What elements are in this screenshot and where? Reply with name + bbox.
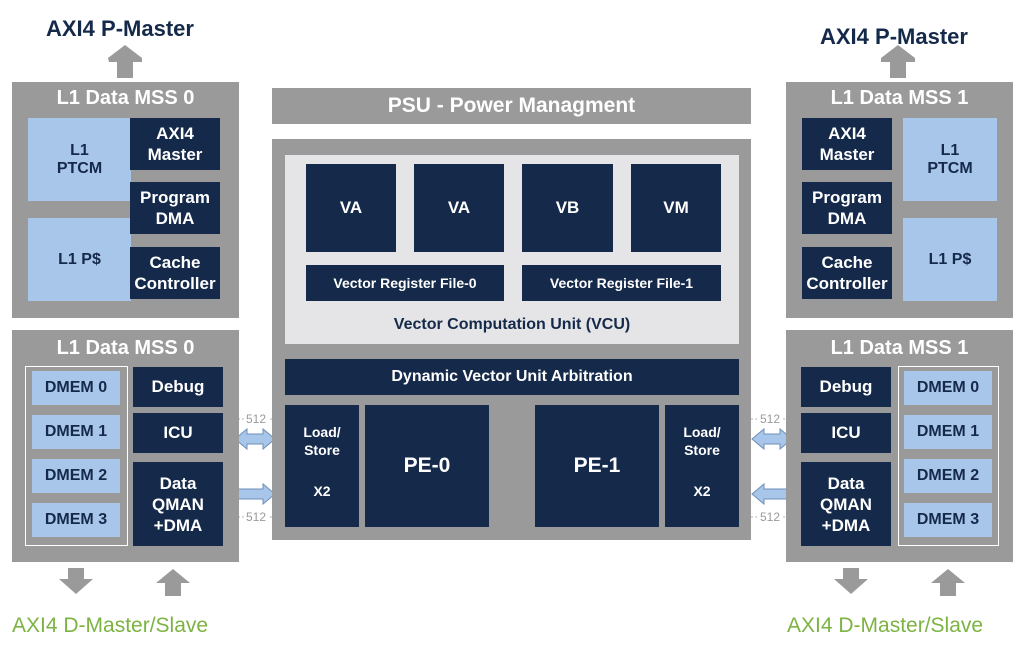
panel-header: L1 Data MSS 1 (830, 86, 969, 109)
dmem-2-block: DMEM 2 (904, 459, 992, 493)
pe-0-block: PE-0 (365, 405, 489, 527)
program-dma-block: Program DMA (130, 182, 220, 234)
va-unit-block: VA (306, 164, 396, 252)
pe-1-block: PE-1 (535, 405, 659, 527)
dmem-3-block: DMEM 3 (904, 503, 992, 537)
cache-controller-block: Cache Controller (130, 247, 220, 299)
dmem-2-block: DMEM 2 (32, 459, 120, 493)
dmem-3-block: DMEM 3 (32, 503, 120, 537)
vm-unit-block: VM (631, 164, 721, 252)
up-arrow-shaft (890, 60, 906, 78)
dmem-group: DMEM 0 DMEM 1 DMEM 2 DMEM 3 (898, 366, 999, 546)
up-arrow-icon (108, 45, 142, 62)
axi4-p-master-right-title: AXI4 P-Master (820, 24, 968, 49)
dynamic-vector-unit-arbitration-block: Dynamic Vector Unit Arbitration (285, 359, 739, 395)
load-store-count: X2 (313, 483, 331, 499)
axi4-master-block: AXI4 Master (802, 118, 892, 170)
dmem-1-block: DMEM 1 (32, 415, 120, 449)
panel-header: L1 Data MSS 0 (56, 86, 195, 109)
down-arrow-icon (834, 579, 868, 594)
down-arrow-icon (59, 579, 93, 594)
cache-controller-block: Cache Controller (802, 247, 892, 299)
icu-block: ICU (133, 413, 223, 453)
up-arrow-shaft (117, 60, 133, 78)
bus-width-label: 512 (758, 510, 783, 524)
up-arrow-icon (931, 569, 965, 583)
dmem-0-block: DMEM 0 (32, 371, 120, 405)
dmem-1-block: DMEM 1 (904, 415, 992, 449)
load-store-count: X2 (693, 483, 711, 499)
l1-data-mss-1-top-panel: L1 Data MSS 1 AXI4 Master Program DMA Ca… (786, 82, 1013, 318)
load-store-label: Load/ Store (303, 424, 341, 458)
core-panel: VA VA VB VM Vector Register File-0 Vecto… (272, 139, 751, 540)
dmem-0-block: DMEM 0 (904, 371, 992, 405)
load-store-label: Load/ Store (683, 424, 721, 458)
axi4-d-master-right-title: AXI4 D-Master/Slave (787, 614, 984, 637)
l1-data-mss-1-bottom-panel: L1 Data MSS 1 Debug ICU Data QMAN +DMA D… (786, 330, 1013, 562)
l1-ptcm-block: L1 PTCM (28, 118, 131, 201)
vector-register-file-1-block: Vector Register File-1 (522, 265, 721, 301)
bus-width-label: 512 (244, 412, 269, 426)
vector-register-file-0-block: Vector Register File-0 (306, 265, 504, 301)
vb-unit-block: VB (522, 164, 613, 252)
l1-pcache-block: L1 P$ (28, 218, 131, 301)
data-qman-dma-block: Data QMAN +DMA (133, 462, 223, 546)
vcu-panel: VA VA VB VM Vector Register File-0 Vecto… (285, 155, 739, 344)
up-arrow-icon (156, 569, 190, 583)
bus-width-label: 512 (758, 412, 783, 426)
debug-block: Debug (133, 367, 223, 407)
axi4-p-master-left-title: AXI4 P-Master (46, 16, 194, 41)
axi4-master-block: AXI4 Master (130, 118, 220, 170)
icu-block: ICU (801, 413, 891, 453)
l1-pcache-block: L1 P$ (903, 218, 997, 301)
debug-block: Debug (801, 367, 891, 407)
right-load-store-block: Load/ Store X2 (665, 405, 739, 527)
psu-power-management-bar: PSU - Power Managment (272, 88, 751, 124)
l1-data-mss-0-top-panel: L1 Data MSS 0 L1 PTCM L1 P$ AXI4 Master … (12, 82, 239, 318)
va-unit-block: VA (414, 164, 504, 252)
l1-ptcm-block: L1 PTCM (903, 118, 997, 201)
up-arrow-icon (881, 45, 915, 62)
bidirectional-arrow-icon (234, 427, 276, 451)
panel-header: L1 Data MSS 0 (56, 336, 195, 359)
bus-width-label: 512 (244, 510, 269, 524)
vcu-label: Vector Computation Unit (VCU) (393, 316, 631, 333)
data-qman-dma-block: Data QMAN +DMA (801, 462, 891, 546)
dmem-group: DMEM 0 DMEM 1 DMEM 2 DMEM 3 (25, 366, 128, 546)
program-dma-block: Program DMA (802, 182, 892, 234)
left-load-store-block: Load/ Store X2 (285, 405, 359, 527)
l1-data-mss-0-bottom-panel: L1 Data MSS 0 DMEM 0 DMEM 1 DMEM 2 DMEM … (12, 330, 239, 562)
panel-header: L1 Data MSS 1 (830, 336, 969, 359)
axi4-d-master-left-title: AXI4 D-Master/Slave (12, 614, 209, 637)
right-arrow-icon (234, 482, 276, 506)
